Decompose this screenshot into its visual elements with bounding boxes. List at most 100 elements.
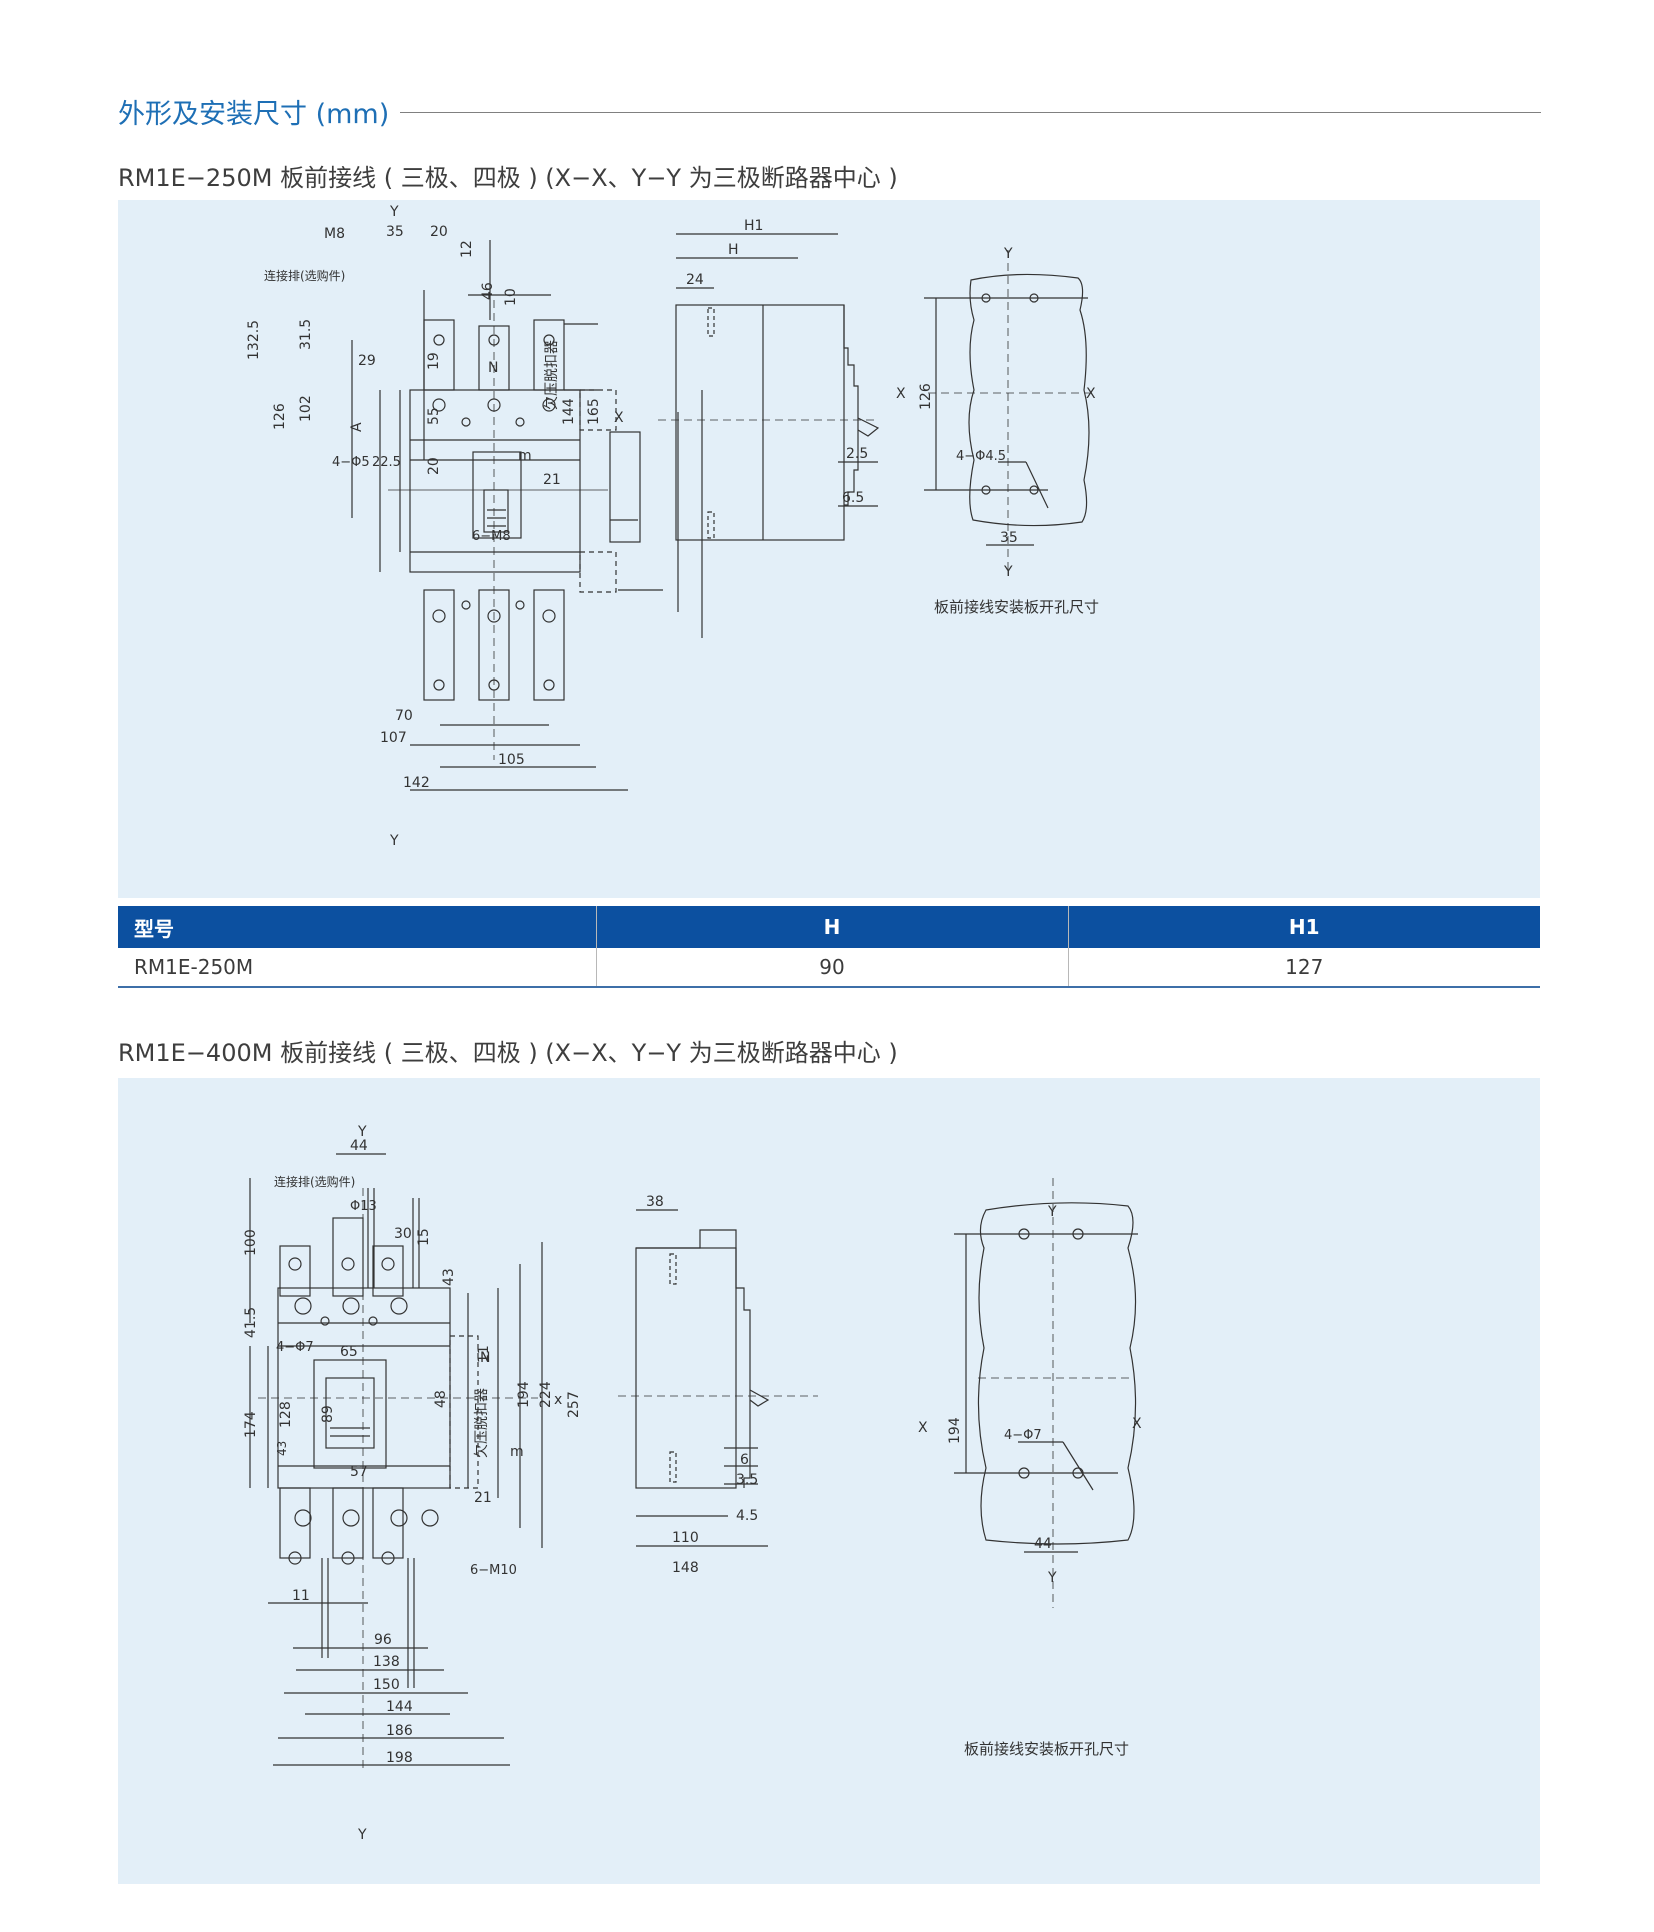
label: H [728,242,739,258]
label: A [349,422,365,432]
label: 6−M10 [470,1563,517,1578]
label: 4−Φ5 [332,455,370,470]
label: m [518,448,532,464]
label: 20 [426,457,442,475]
label: 31.5 [298,319,314,350]
label: 89 [320,1405,336,1423]
label: 4−Φ4.5 [956,449,1006,464]
cutout-caption: 板前接线安装板开孔尺寸 [934,598,1099,616]
label: Φ13 [350,1199,377,1214]
label: 257 [566,1391,582,1418]
label: 连接排(选购件) [274,1174,355,1189]
label: 35 [1000,530,1018,546]
label: Y [1003,246,1013,262]
label: 100 [243,1229,259,1256]
label: 128 [278,1401,294,1428]
subtitle-rm1e-250m: RM1E−250M 板前接线 ( 三极、四极 ) (X−X、Y−Y 为三极断路器… [118,164,898,192]
label: 105 [498,752,525,768]
label: 43 [441,1268,457,1286]
label: 41.5 [243,1307,259,1338]
drawing-400m: Y 44 连接排(选购件) Φ13 30 15 100 43 41.5 4−Φ7… [243,1124,1142,1843]
label: 21 [474,1490,492,1506]
label: 165 [586,398,602,425]
label: 43 [275,1441,289,1456]
label: 欠压脱扣器 [474,1388,490,1458]
label: Y [389,833,399,849]
label: 198 [386,1750,413,1766]
table-header-row: 型号 H H1 [118,906,1540,948]
label: X [1132,1416,1142,1432]
table-row: RM1E-250M 90 127 [118,948,1540,988]
label: 连接排(选购件) [264,268,345,283]
label: 22.5 [372,455,401,470]
label: 12 [459,240,475,258]
label: 44 [350,1138,368,1154]
label: m [510,1444,524,1460]
subtitle-rm1e-400m: RM1E−400M 板前接线 ( 三极、四极 ) (X−X、Y−Y 为三极断路器… [118,1039,898,1067]
label: 224 [538,1381,554,1408]
label: N [488,360,498,376]
label: 3.5 [736,1472,758,1488]
label: 48 [433,1390,449,1408]
label: 38 [646,1194,664,1210]
label: 欠压脱扣器 [544,340,560,410]
label: 46 [480,282,496,300]
header-h: H [595,906,1068,948]
label: X [918,1420,928,1436]
label: 126 [918,383,934,410]
label: Y [1047,1570,1057,1586]
header-h1: H1 [1067,906,1540,948]
section-title: 外形及安装尺寸 (mm) [118,99,390,130]
label: 6 [740,1452,749,1468]
label: 19 [426,352,442,370]
label: Y [357,1827,367,1843]
label: Y [1047,1204,1057,1220]
label: 11 [292,1588,310,1604]
label: 21 [543,472,561,488]
drawing-panel-250m: Y M8 35 20 12 连接排(选购件) 46 10 132.5 31.5 … [118,200,1540,898]
label: 20 [430,224,448,240]
drawing-panel-400m: Y 44 连接排(选购件) Φ13 30 15 100 43 41.5 4−Φ7… [118,1078,1540,1884]
label: 96 [374,1632,392,1648]
label: 150 [373,1677,400,1693]
label: 10 [503,288,519,306]
label: Y [357,1124,367,1140]
label: X [896,386,906,402]
label: Y [1003,564,1013,580]
label: 107 [380,730,407,746]
label: 35 [386,224,404,240]
label: 102 [298,395,314,422]
label: 194 [947,1417,963,1444]
label: 15 [416,1228,432,1246]
label: 4.5 [736,1508,758,1524]
label: 6−M8 [472,529,511,544]
header-model: 型号 [118,906,596,948]
label: M8 [324,226,345,242]
label: 4−Φ7 [1004,1428,1042,1443]
label: 44 [1034,1536,1052,1552]
label: 29 [358,353,376,369]
label: 11 [476,1345,492,1363]
label: Y [389,204,399,220]
label: 6.5 [842,490,864,506]
cutout-caption: 板前接线安装板开孔尺寸 [964,1740,1129,1758]
label: 132.5 [246,320,262,360]
label: 194 [516,1381,532,1408]
cell-h: 90 [595,948,1068,988]
section-title-rule [400,112,1541,113]
label: 186 [386,1723,413,1739]
label: 148 [672,1560,699,1576]
label: H1 [744,218,763,234]
label: 110 [672,1530,699,1546]
label: 142 [403,775,430,791]
label: 2.5 [846,446,868,462]
label: 144 [386,1699,413,1715]
drawing-250m: Y M8 35 20 12 连接排(选购件) 46 10 132.5 31.5 … [246,204,1099,849]
label: X [1086,386,1096,402]
label: 126 [272,403,288,430]
cell-h1: 127 [1067,948,1540,988]
label: 4−Φ7 [276,1340,314,1355]
label: 174 [243,1411,259,1438]
label: 55 [426,407,442,425]
label: 24 [686,272,704,288]
